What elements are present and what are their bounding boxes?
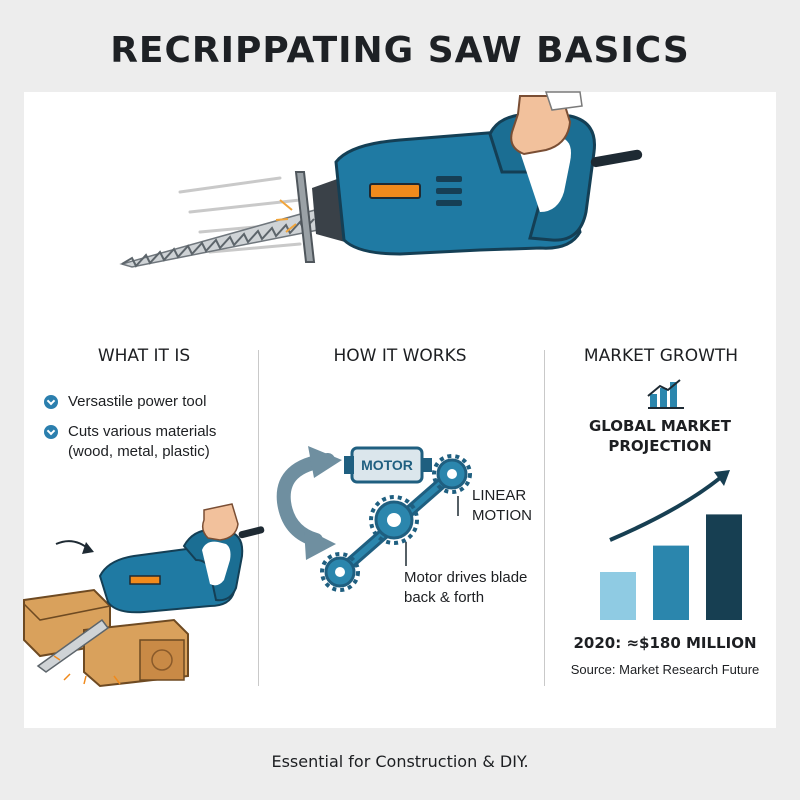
mechanism-diagram: MOTOR (276, 446, 472, 592)
market-growth-heading: MARKET GROWTH (583, 346, 739, 366)
page-title: RECRIPPATING SAW BASICS (110, 30, 690, 71)
saw-icon (119, 91, 643, 268)
saw-cutting-wood-illustration (23, 503, 265, 688)
motor-label: MOTOR (361, 457, 413, 473)
market-source: Source: Market Research Future (570, 662, 760, 677)
market-bar-3 (706, 514, 742, 620)
check-icon (44, 395, 58, 409)
footer-tagline: Essential for Construction & DIY. (271, 752, 529, 771)
mechanism-caption: Motor drives blade back & forth (404, 569, 528, 606)
bullet-continuation: (wood, metal, plastic) (68, 443, 210, 460)
bar-chart-icon (647, 379, 684, 409)
curved-arrow-icon (276, 453, 335, 547)
projection-title: GLOBAL MARKET PROJECTION (588, 417, 732, 455)
check-icon (44, 425, 58, 439)
market-stat: 2020: ≈$180 MILLION (573, 634, 757, 652)
hand-icon (510, 91, 583, 156)
linear-motion-label: LINEAR MOTION (472, 487, 532, 524)
bullet-item: Versastile power tool (44, 392, 206, 412)
how-it-works-heading: HOW IT WORKS (333, 346, 467, 366)
bullet-item: Cuts various materials (44, 422, 216, 442)
market-bar-2 (653, 545, 689, 620)
column-divider-left (258, 350, 259, 686)
wood-plank-icon (23, 588, 189, 688)
trend-arrow-icon (609, 476, 722, 542)
column-divider-right (544, 350, 545, 686)
market-bar-chart (600, 470, 742, 620)
what-it-is-heading: WHAT IT IS (97, 346, 191, 366)
market-bar-1 (600, 572, 636, 620)
